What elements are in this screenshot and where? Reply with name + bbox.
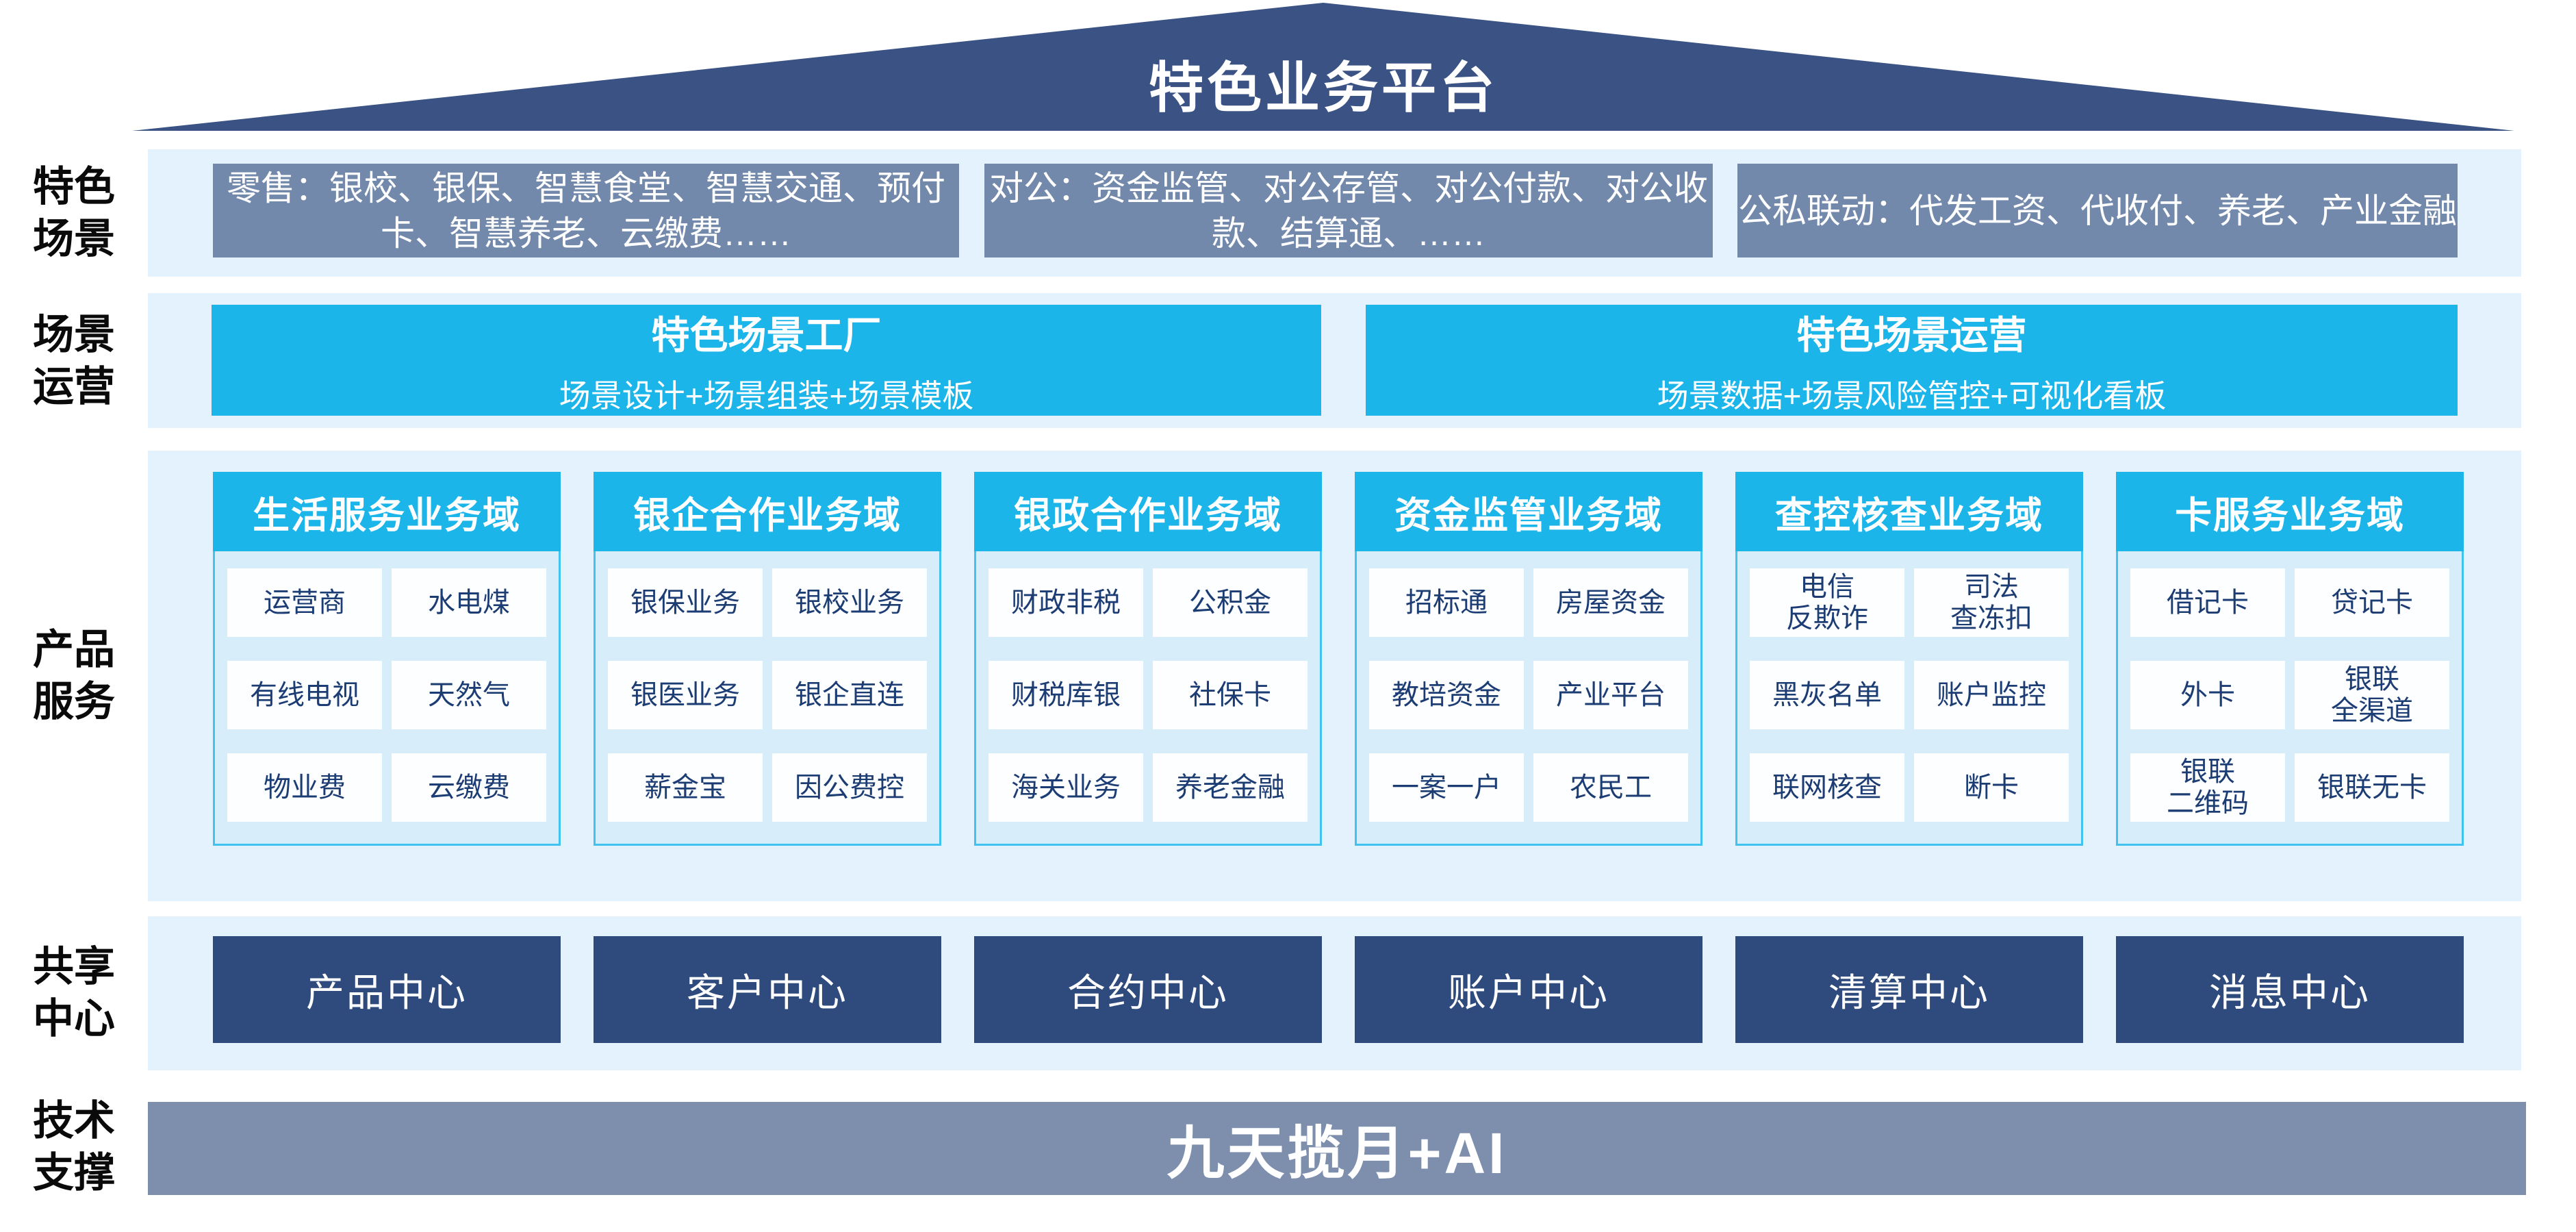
scene-box-corporate: 对公：资金监管、对公存管、对公付款、对公收 款、结算通、…… <box>984 164 1713 257</box>
ops-factory-subtitle: 场景设计+场景组装+场景模板 <box>559 377 974 414</box>
domain-fund-supervision: 资金监管业务域 招标通 房屋资金 教培资金 产业平台 一案一户 农民工 <box>1355 472 1703 846</box>
ops-operation-subtitle: 场景数据+场景风险管控+可视化看板 <box>1657 377 2167 414</box>
product-cell: 公积金 <box>1153 568 1308 637</box>
product-cell: 账户监控 <box>1914 661 2069 729</box>
product-cell: 运营商 <box>227 568 382 637</box>
center-product: 产品中心 <box>213 936 561 1043</box>
product-cell: 银联 二维码 <box>2130 753 2285 822</box>
product-cell: 薪金宝 <box>608 753 763 822</box>
product-cell: 断卡 <box>1914 753 2069 822</box>
product-cell: 财税库银 <box>989 661 1143 729</box>
side-label-tech-support: 技术 支撑 <box>33 1098 115 1196</box>
product-cell: 有线电视 <box>227 661 382 729</box>
domain-body: 招标通 房屋资金 教培资金 产业平台 一案一户 农民工 <box>1355 551 1703 846</box>
product-cell: 联网核查 <box>1750 753 1904 822</box>
product-cell: 司法 查冻扣 <box>1914 568 2069 637</box>
product-cell: 黑灰名单 <box>1750 661 1904 729</box>
tech-support-bar: 九天揽月+AI <box>148 1102 2526 1195</box>
scene-box-public-private: 公私联动：代发工资、代收付、养老、产业金融 <box>1737 164 2458 257</box>
domain-header: 生活服务业务域 <box>213 472 561 551</box>
side-label-shared-centers: 共享 中心 <box>33 944 115 1042</box>
product-cell: 教培资金 <box>1369 661 1524 729</box>
product-cell: 银校业务 <box>772 568 927 637</box>
product-cell: 养老金融 <box>1153 753 1308 822</box>
domain-header: 查控核查业务域 <box>1735 472 2083 551</box>
domain-bank-enterprise: 银企合作业务域 银保业务 银校业务 银医业务 银企直连 薪金宝 因公费控 <box>594 472 941 846</box>
product-cell: 产业平台 <box>1533 661 1688 729</box>
ops-box-scene-factory: 特色场景工厂 场景设计+场景组装+场景模板 <box>212 305 1321 416</box>
domain-body: 财政非税 公积金 财税库银 社保卡 海关业务 养老金融 <box>974 551 1322 846</box>
product-cell: 银保业务 <box>608 568 763 637</box>
product-cell: 天然气 <box>392 661 546 729</box>
product-cell: 银企直连 <box>772 661 927 729</box>
domain-header: 银企合作业务域 <box>594 472 941 551</box>
center-customer: 客户中心 <box>594 936 941 1043</box>
product-cell: 外卡 <box>2130 661 2285 729</box>
product-cell: 贷记卡 <box>2295 568 2449 637</box>
roof-shape <box>132 3 2514 131</box>
product-cell: 电信 反欺诈 <box>1750 568 1904 637</box>
domain-life-services: 生活服务业务域 运营商 水电煤 有线电视 天然气 物业费 云缴费 <box>213 472 561 846</box>
product-cell: 海关业务 <box>989 753 1143 822</box>
side-label-scene-operations: 场景 运营 <box>33 312 115 410</box>
domain-body: 运营商 水电煤 有线电视 天然气 物业费 云缴费 <box>213 551 561 846</box>
product-cell: 银医业务 <box>608 661 763 729</box>
product-cell: 借记卡 <box>2130 568 2285 637</box>
center-message: 消息中心 <box>2116 936 2464 1043</box>
product-cell: 房屋资金 <box>1533 568 1688 637</box>
center-clearing: 清算中心 <box>1735 936 2083 1043</box>
domain-card-services: 卡服务业务域 借记卡 贷记卡 外卡 银联 全渠道 银联 二维码 银联无卡 <box>2116 472 2464 846</box>
domain-header: 卡服务业务域 <box>2116 472 2464 551</box>
ops-operation-title: 特色场景运营 <box>1796 313 2027 357</box>
ops-box-scene-operation: 特色场景运营 场景数据+场景风险管控+可视化看板 <box>1366 305 2458 416</box>
product-cell: 银联 全渠道 <box>2295 661 2449 729</box>
domain-body: 银保业务 银校业务 银医业务 银企直连 薪金宝 因公费控 <box>594 551 941 846</box>
product-cell: 云缴费 <box>392 753 546 822</box>
domain-header: 资金监管业务域 <box>1355 472 1703 551</box>
domain-body: 借记卡 贷记卡 外卡 银联 全渠道 银联 二维码 银联无卡 <box>2116 551 2464 846</box>
center-account: 账户中心 <box>1355 936 1703 1043</box>
product-cell: 财政非税 <box>989 568 1143 637</box>
product-cell: 社保卡 <box>1153 661 1308 729</box>
product-cell: 因公费控 <box>772 753 927 822</box>
domain-inspection-verification: 查控核查业务域 电信 反欺诈 司法 查冻扣 黑灰名单 账户监控 联网核查 断卡 <box>1735 472 2083 846</box>
product-cell: 农民工 <box>1533 753 1688 822</box>
domain-header: 银政合作业务域 <box>974 472 1322 551</box>
platform-title: 特色业务平台 <box>1149 58 1498 118</box>
product-cell: 一案一户 <box>1369 753 1524 822</box>
product-cell: 银联无卡 <box>2295 753 2449 822</box>
ops-factory-title: 特色场景工厂 <box>651 313 882 357</box>
domain-bank-government: 银政合作业务域 财政非税 公积金 财税库银 社保卡 海关业务 养老金融 <box>974 472 1322 846</box>
scene-box-retail: 零售：银校、银保、智慧食堂、智慧交通、预付 卡、智慧养老、云缴费…… <box>213 164 959 257</box>
side-label-product-services: 产品 服务 <box>33 627 115 725</box>
center-contract: 合约中心 <box>974 936 1322 1043</box>
product-cell: 物业费 <box>227 753 382 822</box>
product-cell: 水电煤 <box>392 568 546 637</box>
domain-body: 电信 反欺诈 司法 查冻扣 黑灰名单 账户监控 联网核查 断卡 <box>1735 551 2083 846</box>
product-cell: 招标通 <box>1369 568 1524 637</box>
side-label-special-scenes: 特色 场景 <box>33 164 115 262</box>
